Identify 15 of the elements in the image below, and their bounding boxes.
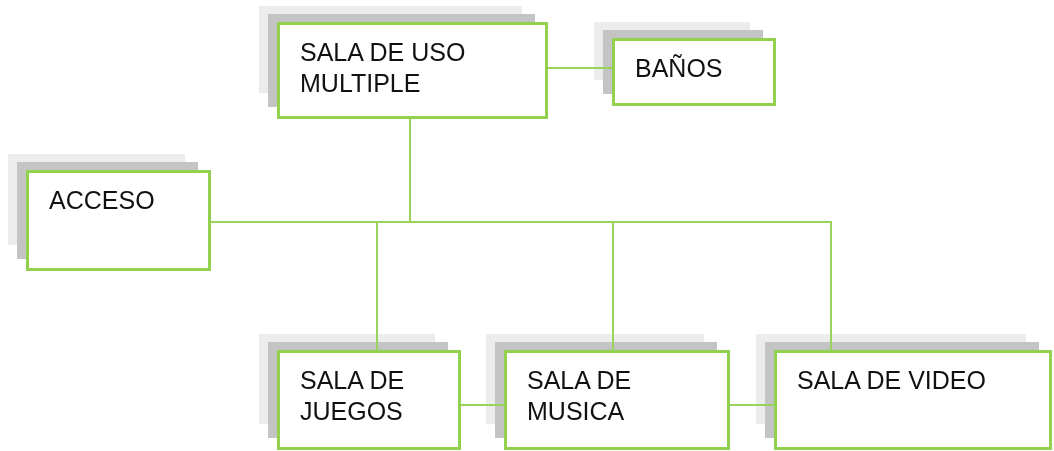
room-label: ACCESO [49, 185, 156, 216]
room-label: SALA DE JUEGOS [300, 365, 406, 427]
room-box [504, 350, 730, 450]
room-box [774, 350, 1052, 450]
connector-line [460, 404, 505, 406]
room-label: SALA DE VIDEO [797, 365, 987, 396]
room-box [612, 38, 776, 106]
room-box [26, 170, 211, 271]
room-box [277, 350, 461, 450]
connector-line [547, 67, 613, 69]
room-label: BAÑOS [635, 53, 724, 84]
connector-line [729, 404, 775, 406]
room-label: SALA DE USO MULTIPLE [300, 37, 467, 99]
room-label: SALA DE MUSICA [527, 365, 633, 427]
room-box [277, 22, 548, 119]
